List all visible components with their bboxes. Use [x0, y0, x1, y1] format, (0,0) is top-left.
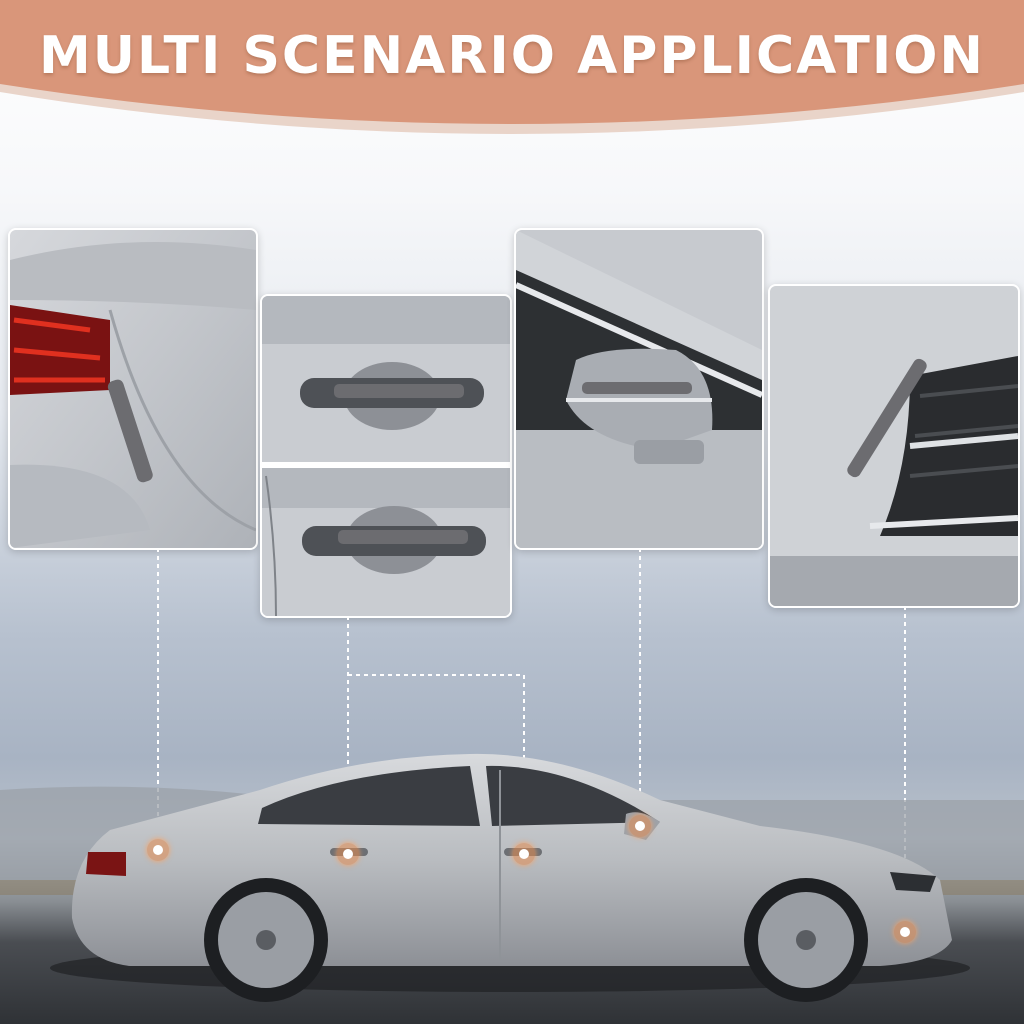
panel-side-mirror: [514, 228, 764, 550]
title-banner: [0, 0, 1024, 134]
hotspot-front-bumper: [894, 921, 916, 943]
hotspot-rear-door-handle: [337, 843, 359, 865]
banner-title: MULTI SCENARIO APPLICATION: [39, 26, 985, 86]
panel-rear-fender: [8, 228, 258, 550]
hotspot-side-mirror: [629, 815, 651, 837]
panel-front-bumper: [768, 284, 1020, 608]
panel-door-handles: [260, 294, 512, 618]
hotspot-front-door-handle: [513, 843, 535, 865]
hotspot-rear-fender: [147, 839, 169, 861]
